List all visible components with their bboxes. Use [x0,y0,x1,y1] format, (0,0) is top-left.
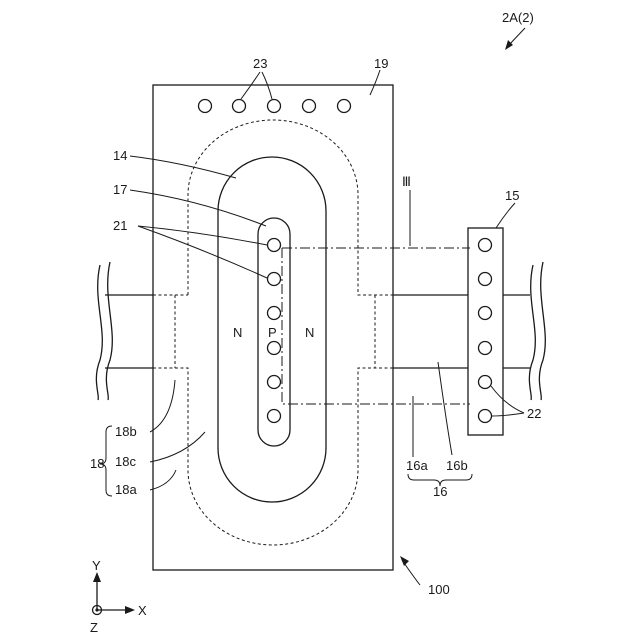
hole-22-6 [479,410,492,423]
label-16: 16 [433,484,447,499]
terminal-block-15 [468,228,503,435]
label-22: 22 [527,406,541,421]
label-19: 19 [374,56,388,71]
hole-22-1 [479,239,492,252]
hole-23-5 [338,100,351,113]
left-wires [96,262,153,400]
right-wires [393,262,545,400]
hole-23-3 [268,100,281,113]
label-18c: 18c [115,454,136,469]
label-16b: 16b [446,458,468,473]
hole-23-2 [233,100,246,113]
hole-21-3 [268,307,281,320]
label-17: 17 [113,182,127,197]
hole-21-5 [268,376,281,389]
holes-22 [479,239,492,423]
label-100: 100 [428,582,450,597]
label-18: 18 [90,456,104,471]
hole-23-1 [199,100,212,113]
label-axis-x: X [138,603,147,618]
label-n-right: N [305,325,314,340]
hole-21-1 [268,239,281,252]
label-III: Ⅲ [402,174,411,189]
label-axis-y: Y [92,558,101,573]
hole-22-2 [479,273,492,286]
hole-23-4 [303,100,316,113]
axes [93,572,136,615]
hole-21-2 [268,273,281,286]
label-18a: 18a [115,482,137,497]
hole-22-4 [479,342,492,355]
hole-22-3 [479,307,492,320]
label-n-left: N [233,325,242,340]
label-21: 21 [113,218,127,233]
holes-23 [199,100,351,113]
hole-21-4 [268,342,281,355]
label-18b: 18b [115,424,137,439]
label-16a: 16a [406,458,428,473]
leader-lines [130,28,525,585]
label-14: 14 [113,148,127,163]
hole-21-6 [268,410,281,423]
label-figure-id: 2A(2) [502,10,534,25]
label-15: 15 [505,188,519,203]
label-axis-z: Z [90,620,98,635]
label-23: 23 [253,56,267,71]
label-p: P [268,325,277,340]
hole-22-5 [479,376,492,389]
